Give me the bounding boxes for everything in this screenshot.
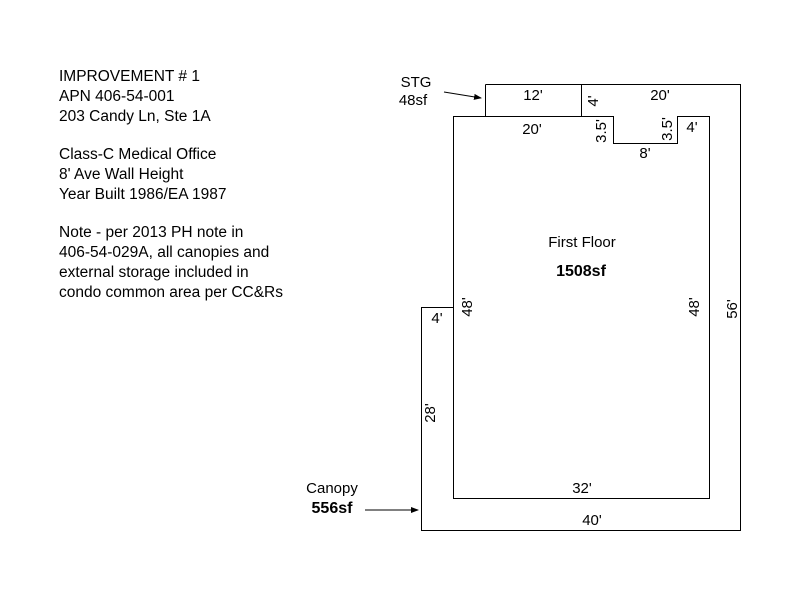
- dim-floor-right: 48': [686, 297, 703, 317]
- note-line: Note - per 2013 PH note in: [59, 224, 244, 241]
- canopy-area: 556sf: [312, 500, 354, 517]
- canopy-outline: [421, 84, 741, 531]
- dim-outer-bottom: 40': [582, 512, 602, 529]
- dim-notch-left: 3.5': [593, 119, 610, 143]
- wall-height: 8' Ave Wall Height: [59, 166, 184, 183]
- apn-number: APN 406-54-001: [59, 88, 175, 105]
- stg-label: STG: [401, 74, 432, 91]
- note-line: condo common area per CC&Rs: [59, 284, 283, 301]
- improvement-title: IMPROVEMENT # 1: [59, 68, 200, 85]
- storage-outline: [485, 84, 582, 117]
- note-block: Note - per 2013 PH note in 406-54-029A, …: [59, 223, 359, 303]
- dim-stg-width: 12': [523, 87, 543, 104]
- dim-notch-right: 3.5': [659, 117, 676, 141]
- first-floor-outline: [453, 116, 710, 499]
- dim-stg-depth: 4': [585, 95, 602, 106]
- note-line: external storage included in: [59, 264, 249, 281]
- dim-floor-bottom: 32': [572, 480, 592, 497]
- dim-floor-top: 20': [522, 121, 542, 138]
- dim-floor-left: 48': [459, 297, 476, 317]
- canopy-label: Canopy: [306, 480, 358, 497]
- building-class: Class-C Medical Office: [59, 146, 217, 163]
- dim-outer-right: 56': [724, 299, 741, 319]
- dim-canopy-left-top: 4': [431, 310, 442, 327]
- year-built: Year Built 1986/EA 1987: [59, 186, 227, 203]
- first-floor-label: First Floor: [548, 234, 616, 251]
- header-block: IMPROVEMENT # 1 APN 406-54-001 203 Candy…: [59, 67, 359, 127]
- dim-notch-top-right: 4': [686, 119, 697, 136]
- note-line: 406-54-029A, all canopies and: [59, 244, 270, 261]
- address: 203 Candy Ln, Ste 1A: [59, 108, 211, 125]
- description-block: Class-C Medical Office 8' Ave Wall Heigh…: [59, 145, 359, 205]
- property-notes: IMPROVEMENT # 1 APN 406-54-001 203 Candy…: [59, 67, 359, 321]
- dim-top-right-run: 20': [650, 87, 670, 104]
- dim-canopy-left: 28': [422, 403, 439, 423]
- dim-notch-bottom: 8': [639, 145, 650, 162]
- stg-arrow: [443, 91, 482, 100]
- first-floor-area: 1508sf: [556, 263, 606, 280]
- stg-area: 48sf: [399, 92, 428, 109]
